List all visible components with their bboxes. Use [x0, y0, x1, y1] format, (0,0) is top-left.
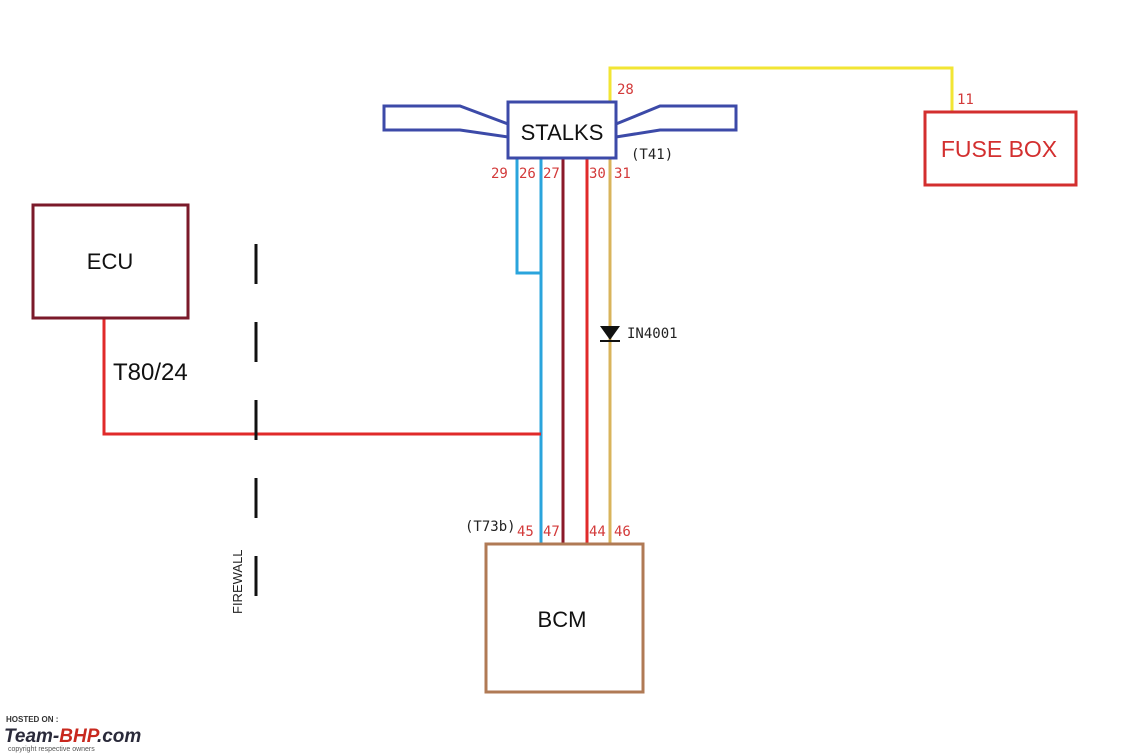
bcm-pin: 44: [589, 524, 606, 540]
wire-light-blue-pin29: [515, 158, 541, 275]
fuse-box-pin: 11: [957, 92, 974, 108]
stalk-pin: 31: [614, 166, 631, 182]
stalk-supply-pin: 28: [617, 82, 634, 98]
stalks-box: [506, 100, 618, 160]
wire-yellow-supply: [608, 66, 954, 112]
stalks-label: STALKS: [521, 120, 604, 145]
watermark-site: Team-BHP.com: [4, 726, 141, 747]
diode-label: IN4001: [627, 326, 678, 342]
watermark-copyright: copyright respective owners: [8, 746, 95, 753]
watermark-hosted: HOSTED ON :: [6, 715, 58, 724]
ecu-label: ECU: [87, 249, 133, 274]
stalk-pin: 27: [543, 166, 560, 182]
watermark-logo: HOSTED ON : Team-BHP.com copyright respe…: [4, 715, 141, 753]
bcm-pin: 45: [517, 524, 534, 540]
watermark-site-a: Team-: [4, 726, 59, 747]
bcm-box: [484, 542, 645, 694]
bcm-pin: 47: [543, 524, 560, 540]
bcm-connector-label: (T73b): [465, 519, 516, 535]
stalk-pin-labels: 29 26 27 30 31 28 11: [491, 82, 974, 182]
bcm-pin-labels: 45 47 44 46: [517, 524, 631, 540]
wire-red-ecu: [102, 318, 541, 436]
bcm-pin: 46: [614, 524, 631, 540]
stalk-pin: 30: [589, 166, 606, 182]
stalk-pin: 26: [519, 166, 536, 182]
ecu-box: [31, 203, 190, 320]
fuse-box: [923, 110, 1078, 187]
fuse-box-label: FUSE BOX: [941, 136, 1057, 162]
stalks-connector-label: (T41): [631, 147, 673, 163]
wires: [102, 66, 954, 545]
bcm-label: BCM: [538, 607, 587, 632]
stalk-pin: 29: [491, 166, 508, 182]
firewall-label: FIREWALL: [230, 549, 245, 614]
stalk-left-arm: [382, 104, 510, 139]
diode-symbol: [600, 326, 620, 342]
watermark-site-b: BHP: [59, 726, 99, 747]
stalks-component: STALKS: [382, 100, 738, 160]
ecu-pin-label: T80/24: [113, 359, 188, 386]
stalk-right-arm: [614, 104, 738, 139]
watermark-site-c: .com: [97, 726, 141, 747]
